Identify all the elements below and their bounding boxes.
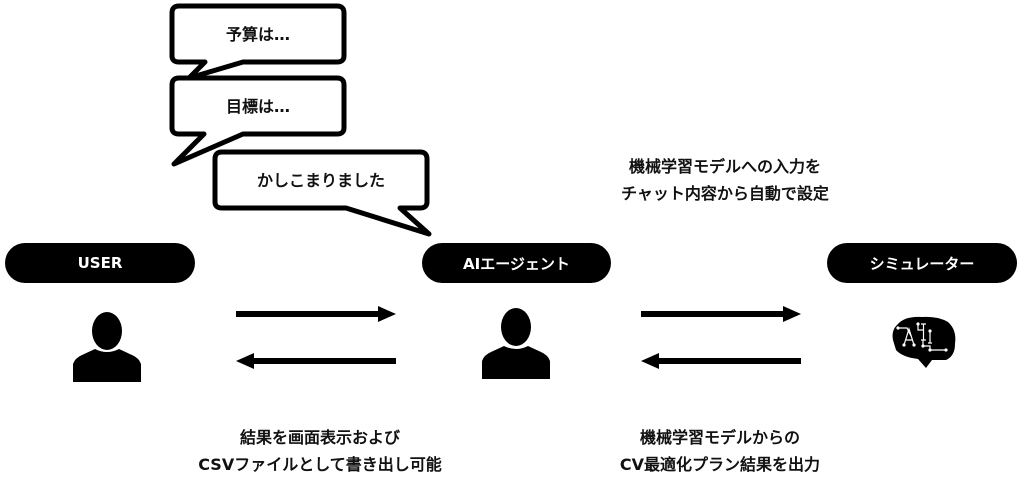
caption-line-1: 機械学習モデルへの入力を	[628, 157, 821, 176]
user-person-icon	[73, 312, 141, 382]
arrow-agent-to-user	[236, 353, 396, 369]
caption-simulator-to-agent: 機械学習モデルからの CV最適化プラン結果を出力	[550, 424, 890, 478]
caption-line-2: CSVファイルとして書き出し可能	[198, 455, 442, 474]
speech-bubble-3	[212, 149, 432, 237]
agent-person-icon	[482, 308, 550, 379]
caption-line-2: CV最適化プラン結果を出力	[619, 455, 821, 474]
agent-label: AIエージェント	[422, 243, 611, 283]
speech-bubble-2	[169, 75, 347, 167]
caption-line-1: 機械学習モデルからの	[639, 428, 800, 447]
arrow-user-to-agent	[236, 306, 396, 322]
bubble-3-text: かしこまりました	[256, 171, 385, 190]
simulator-label: シミュレーター	[827, 243, 1017, 283]
user-label: USER	[5, 243, 195, 283]
arrow-agent-to-simulator	[641, 306, 801, 322]
arrow-simulator-to-agent	[641, 353, 801, 369]
caption-line-2: チャット内容から自動で設定	[621, 184, 829, 203]
bubble-1-text: 予算は…	[225, 25, 290, 44]
caption-line-1: 結果を画面表示および	[239, 428, 400, 447]
caption-agent-to-user: 結果を画面表示および CSVファイルとして書き出し可能	[140, 424, 500, 478]
speech-bubble-1	[169, 3, 347, 81]
bubble-2-text: 目標は…	[225, 97, 290, 116]
ai-brain-icon	[892, 316, 956, 368]
caption-agent-to-simulator: 機械学習モデルへの入力を チャット内容から自動で設定	[560, 153, 890, 207]
